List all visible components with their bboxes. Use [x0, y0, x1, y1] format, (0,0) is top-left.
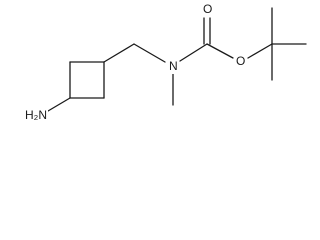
bond-ch2-to-n — [133, 43, 166, 63]
bond-carbonyl-c-to-o — [206, 43, 234, 59]
bond-o-to-quaternary-c — [247, 43, 273, 59]
ester-oxygen-label: O — [236, 54, 245, 68]
amide-nitrogen-label: N — [169, 59, 178, 73]
bond-ring-to-amine — [47, 97, 71, 112]
cyclobutane-ring — [69, 61, 105, 99]
amine-label: H₂N — [25, 108, 47, 122]
atom-label-ester-o: O — [234, 54, 246, 69]
atom-label-amine: H₂N — [24, 108, 48, 122]
bond-n-to-carbonyl-c — [179, 43, 208, 62]
atom-label-n: N — [167, 59, 179, 74]
atom-label-carbonyl-o: O — [201, 2, 213, 17]
carbonyl-oxygen-label: O — [203, 2, 212, 16]
chemical-structure-diagram: H₂N N O O — [24, 2, 307, 122]
bond-ring-to-ch2 — [103, 43, 135, 63]
